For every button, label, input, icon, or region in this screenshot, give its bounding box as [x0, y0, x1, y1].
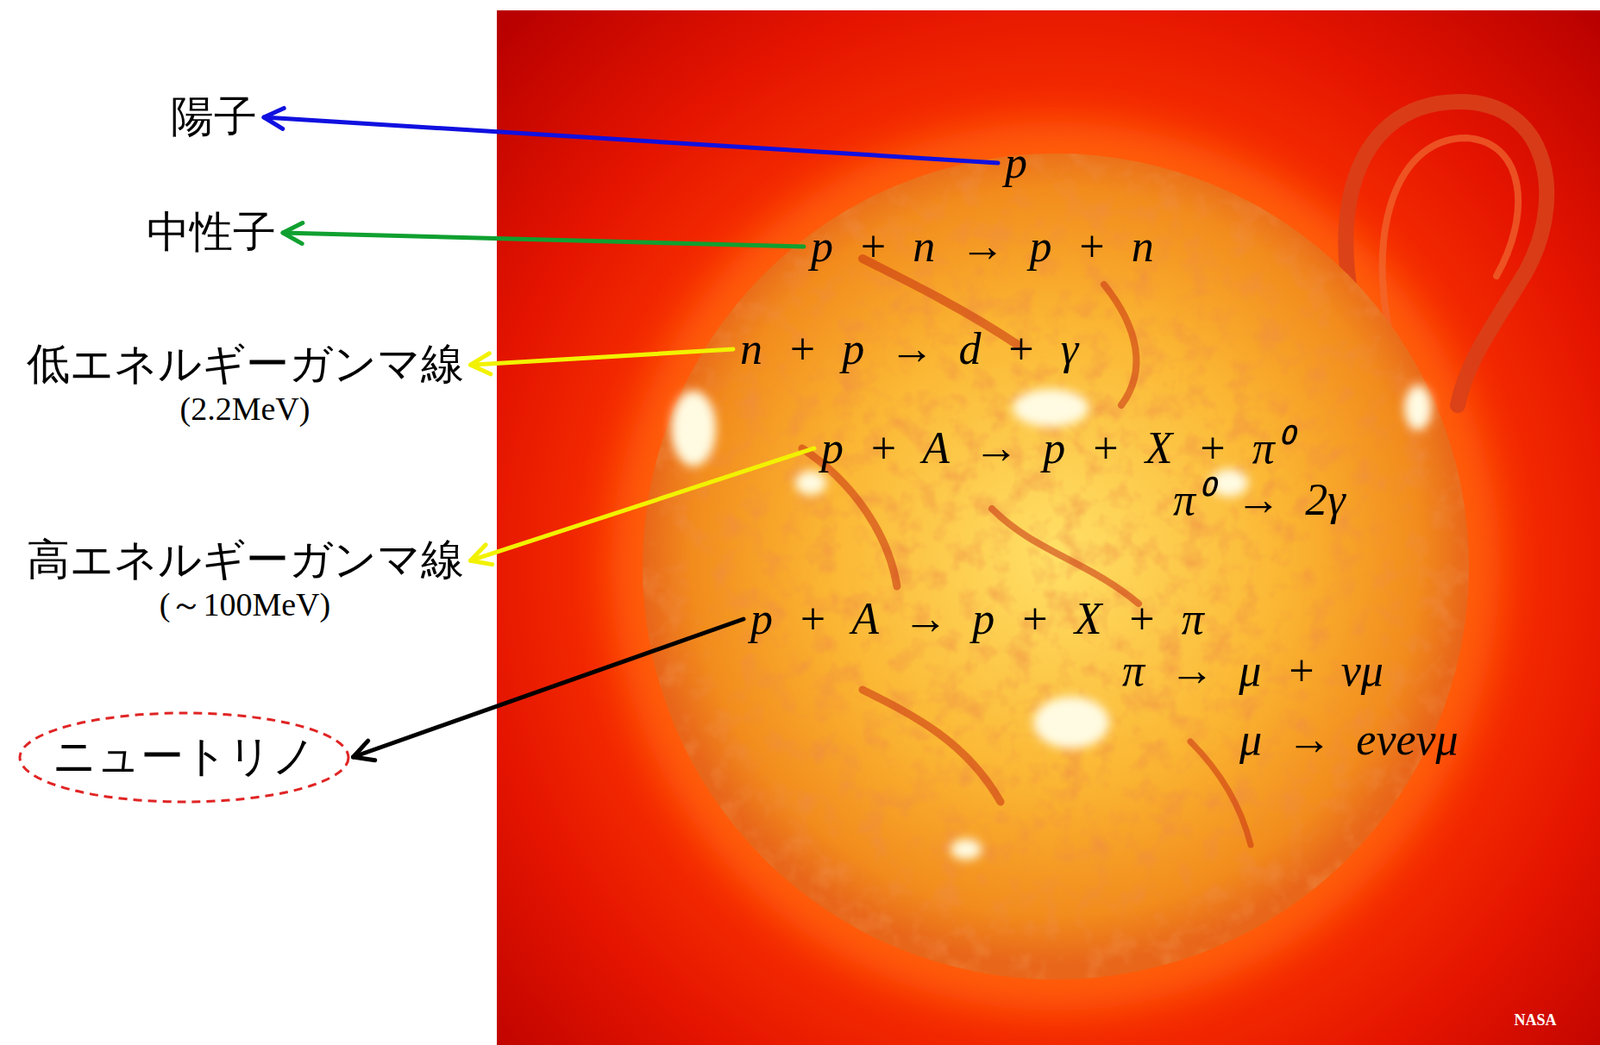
equation-text: p + A → p + X + π — [750, 593, 1205, 646]
energy-value: (～100MeV) — [26, 585, 465, 626]
particle-label: 中性子 — [143, 204, 280, 262]
particle-label: 低エネルギーガンマ線(2.2MeV) — [23, 336, 468, 433]
arrow-connector — [353, 619, 745, 758]
label-text: ニュートリノ — [52, 732, 316, 783]
equation-text: n + p → d + γ — [740, 323, 1079, 376]
energy-value: (2.2MeV) — [26, 389, 465, 430]
label-text: 低エネルギーガンマ線 — [26, 339, 465, 390]
particle-label: 高エネルギーガンマ線(～100MeV) — [23, 532, 468, 628]
equation-text: p — [1004, 137, 1028, 189]
label-text: 中性子 — [146, 207, 277, 258]
highlight-ellipse: ニュートリノ — [18, 711, 351, 804]
credit-label: NASA — [1513, 1011, 1557, 1030]
equation-text: p + n → p + n — [810, 220, 1155, 273]
label-text: 陽子 — [170, 92, 258, 143]
reaction-equation: p + n → p + n — [807, 217, 1158, 277]
reaction-equation: n + p → d + γ — [736, 320, 1082, 379]
particle-label: 陽子 — [167, 88, 261, 146]
arrow-connector — [470, 448, 816, 561]
arrow-connector — [470, 349, 735, 365]
arrow-connector — [263, 117, 998, 164]
reaction-equation: p — [1001, 133, 1031, 193]
equation-text: p + A → p + X + π⁰ — [821, 422, 1291, 475]
label-text: 高エネルギーガンマ線 — [26, 535, 465, 586]
equation-text: μ → eνeνμ — [1239, 714, 1459, 766]
arrow-connector — [282, 232, 804, 247]
reaction-equation: p + A → p + X + π⁰π⁰ → 2γ — [817, 419, 1350, 530]
equation-text: π → μ + νμ — [1122, 645, 1384, 697]
reaction-equation: p + A → p + X + ππ → μ + νμ μ → eνeνμ — [746, 589, 1462, 769]
equation-text: π⁰ → 2γ — [1173, 474, 1346, 527]
